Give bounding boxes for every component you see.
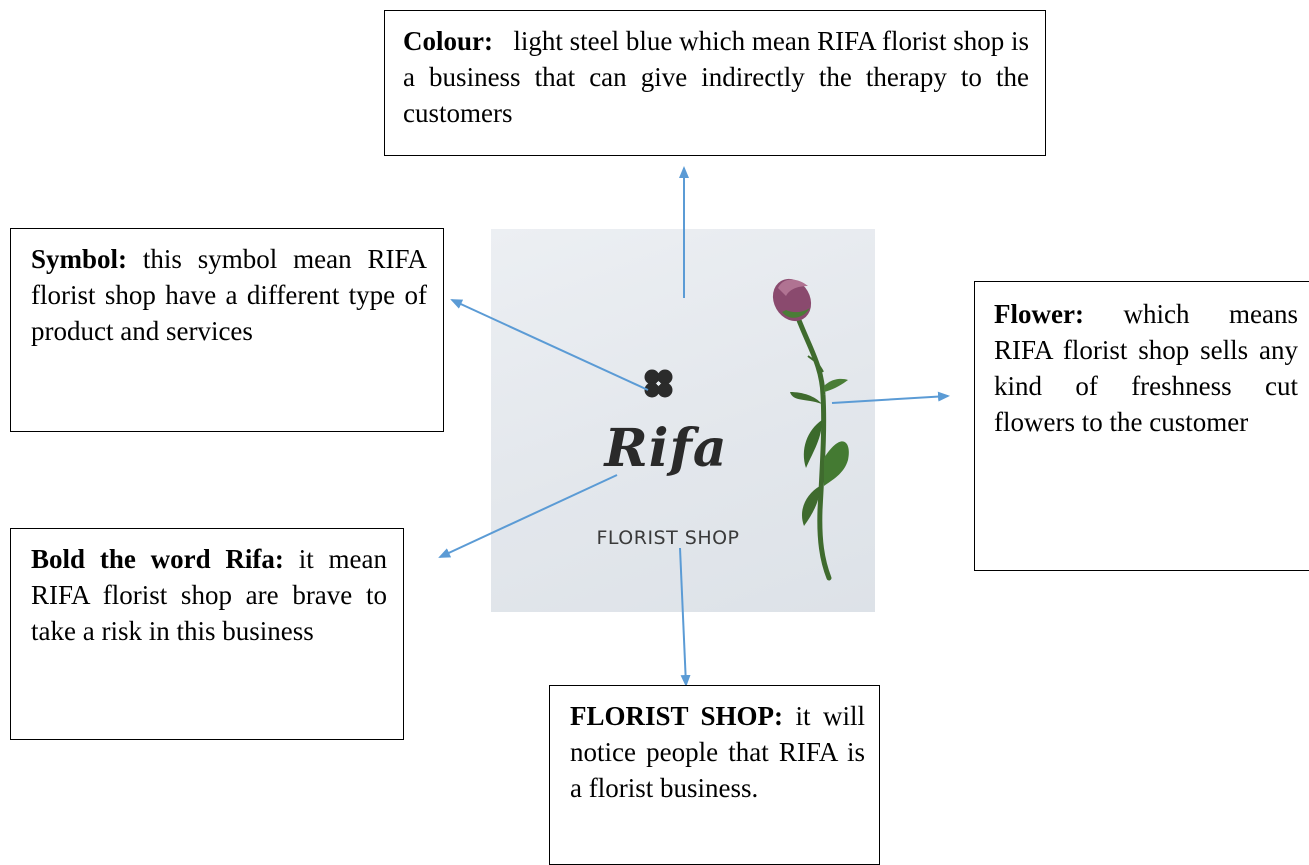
florist-text: it will notice people that RIFA is a flo… (570, 701, 865, 803)
colour-annotation: Colour: light steel blue which mean RIFA… (384, 10, 1046, 156)
colour-label: Colour: (403, 26, 493, 56)
four-petal-symbol-icon (644, 369, 673, 398)
arrow-florist (679, 547, 691, 687)
symbol-label: Symbol: (31, 244, 128, 274)
rifa-label: Bold the word Rifa: (31, 544, 284, 574)
colour-text: light steel blue which mean RIFA florist… (403, 26, 1030, 128)
flower-text: which means RIFA florist shop sells any … (994, 299, 1298, 437)
symbol-annotation: Symbol: this symbol mean RIFA florist sh… (10, 228, 444, 432)
symbol-text: this symbol mean RIFA florist shop have … (31, 244, 427, 346)
logo-tagline: FLORIST SHOP (596, 527, 740, 549)
arrow-rifa (438, 474, 618, 558)
flower-icon (772, 278, 849, 581)
logo-wordmark: Rifa (604, 418, 728, 479)
arrow-flower (831, 391, 950, 404)
florist-label: FLORIST SHOP: (570, 701, 784, 731)
rifa-annotation: Bold the word Rifa: it mean RIFA florist… (10, 528, 404, 740)
flower-label: Flower: (994, 299, 1084, 329)
flower-annotation: Flower: which means RIFA florist shop se… (974, 281, 1309, 571)
arrow-symbol (450, 299, 649, 391)
rifa-text: it mean RIFA florist shop are brave to t… (31, 544, 388, 646)
florist-annotation: FLORIST SHOP: it will notice people that… (549, 685, 880, 865)
